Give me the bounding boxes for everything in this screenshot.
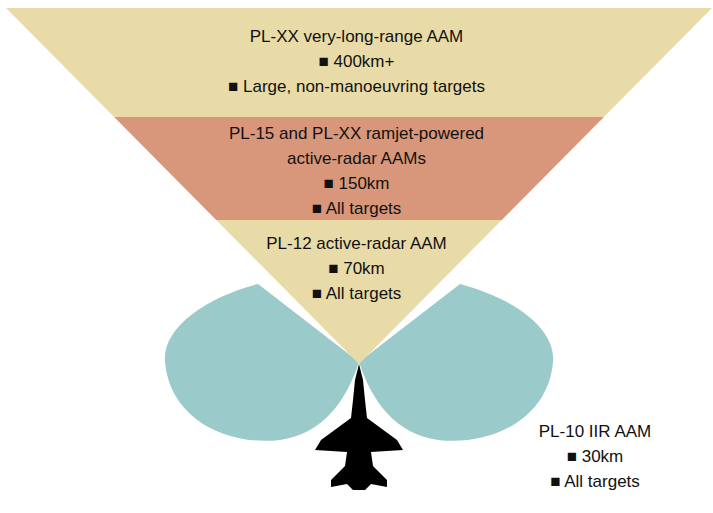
fighter-silhouette: [315, 364, 403, 490]
missile-name: PL-12 active-radar AAM: [266, 231, 446, 256]
bullet-text: ■ All targets: [312, 196, 402, 221]
range-band: PL-12 active-radar AAM■ 70km■ All target…: [0, 220, 713, 364]
bullet-text: ■ 30km: [567, 444, 624, 469]
bullet-text: ■ 70km: [328, 256, 385, 281]
band-fill: [114, 117, 604, 220]
bullet-text: ■ 150km: [323, 171, 389, 196]
bullet-text: ■ All targets: [312, 281, 402, 306]
missile-name: PL-15 and PL-XX ramjet-powered active-ra…: [212, 121, 502, 171]
bullet-text: ■ All targets: [550, 469, 640, 494]
range-band: PL-XX very-long-range AAM■ 400km+■ Large…: [0, 8, 713, 117]
bullet-text: ■ Large, non-manoeuvring targets: [228, 74, 485, 99]
bullet-text: ■ 400km+: [319, 49, 395, 74]
band-fill: [216, 220, 502, 364]
missile-name: PL-XX very-long-range AAM: [250, 24, 464, 49]
missile-name: PL-10 IIR AAM: [539, 419, 651, 444]
label-group: PL-10 IIR AAM■ 30km■ All targets: [505, 419, 685, 494]
band-fill: [6, 8, 712, 117]
range-band: PL-15 and PL-XX ramjet-powered active-ra…: [0, 117, 713, 220]
